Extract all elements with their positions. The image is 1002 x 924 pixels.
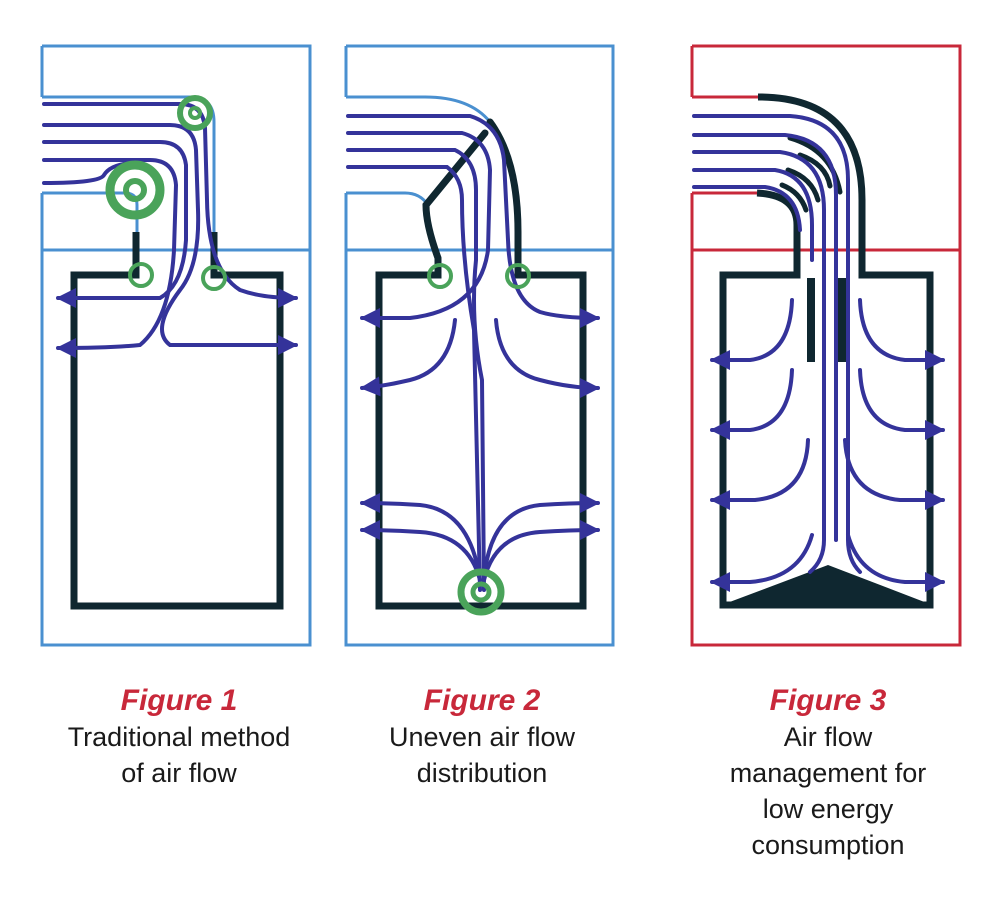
vortex-icon: [105, 160, 165, 220]
vortex-icon: [505, 263, 531, 289]
figure-2-desc-line: Uneven air flow: [388, 722, 576, 752]
vortex-icon: [427, 263, 453, 289]
flow-line: [42, 158, 179, 358]
flow-line: [710, 438, 810, 510]
figure-1-flow-lines: [42, 102, 298, 358]
vortex-icon: [470, 581, 492, 603]
flow-line: [360, 318, 457, 397]
flow-line: [710, 533, 814, 592]
figure-3-frame: [690, 44, 962, 647]
figure-3-turning-vanes: [779, 135, 843, 213]
flow-line: [482, 520, 600, 582]
flow-line: [692, 114, 862, 574]
figure-3-floor-deflector: [727, 565, 927, 603]
figure-3-title: Figure 3: [769, 684, 887, 717]
vortex-icon: [177, 95, 213, 131]
flow-line: [692, 133, 838, 542]
figure-3-desc-line: low energy: [762, 794, 894, 824]
flow-line: [692, 185, 802, 232]
figure-1-vortices: [105, 95, 227, 291]
figure-1-caption: Figure 1 Traditional method of air flow: [29, 683, 329, 791]
figure-3-baffle-left: [807, 278, 815, 362]
figure-1-title: Figure 1: [120, 684, 238, 717]
figure-2-flow-lines: [346, 114, 600, 592]
figure-2-diagram: [344, 44, 615, 647]
figure-1-frame: [40, 44, 312, 647]
turning-vane: [779, 182, 809, 213]
flow-line: [360, 520, 482, 582]
figure-3-desc-line: Air flow: [783, 722, 873, 752]
flow-line: [346, 165, 482, 592]
figure-1-desc-line: of air flow: [121, 758, 237, 788]
flow-line: [846, 533, 945, 592]
flow-line: [858, 368, 945, 440]
figure-3-desc-line: management for: [729, 758, 927, 788]
vortex-icon: [201, 265, 227, 291]
flow-line: [858, 298, 945, 370]
figure-2-guide-vane: [422, 118, 522, 262]
figure-3-caption: Figure 3 Air flow management for low ene…: [678, 683, 978, 863]
figure-1-duct-outer: [42, 95, 216, 250]
flow-line: [692, 168, 814, 262]
turning-vane: [785, 167, 821, 203]
figure-2-desc-line: distribution: [416, 758, 548, 788]
figure-2-frame: [344, 44, 615, 647]
flow-line: [42, 123, 298, 355]
flow-line: [482, 493, 600, 582]
flow-line: [710, 368, 794, 440]
vortex-icon: [128, 262, 154, 288]
figure-2-duct-inner: [346, 191, 430, 206]
figure-3-desc-line: consumption: [751, 830, 905, 860]
figure-3-baffle-right: [838, 278, 846, 362]
figure-2-duct-outer: [346, 95, 492, 123]
figure-1-diagram: [40, 44, 312, 647]
flow-line: [346, 131, 493, 328]
figure-2-vortices: [427, 263, 531, 616]
figure-2-title: Figure 2: [423, 684, 541, 717]
flow-line: [42, 102, 298, 308]
figure-2-caption: Figure 2 Uneven air flow distribution: [332, 683, 632, 791]
flow-line: [346, 148, 486, 592]
vortex-icon: [457, 568, 505, 616]
figure-3-outer-guide: [719, 93, 934, 609]
vortex-icon: [123, 178, 147, 202]
flow-line: [346, 114, 600, 328]
figure-3-diagram: [690, 44, 962, 647]
figure-3-flow-lines: [692, 114, 945, 592]
flow-line: [710, 298, 794, 370]
flow-line: [692, 150, 826, 574]
turning-vane: [797, 152, 833, 189]
figure-1-desc-line: Traditional method: [67, 722, 291, 752]
turning-vane: [787, 135, 843, 195]
vortex-icon: [188, 106, 202, 120]
figure-1-cabinet: [70, 232, 284, 610]
flow-line: [494, 318, 600, 398]
flow-line: [843, 438, 945, 510]
flow-line: [360, 493, 482, 582]
